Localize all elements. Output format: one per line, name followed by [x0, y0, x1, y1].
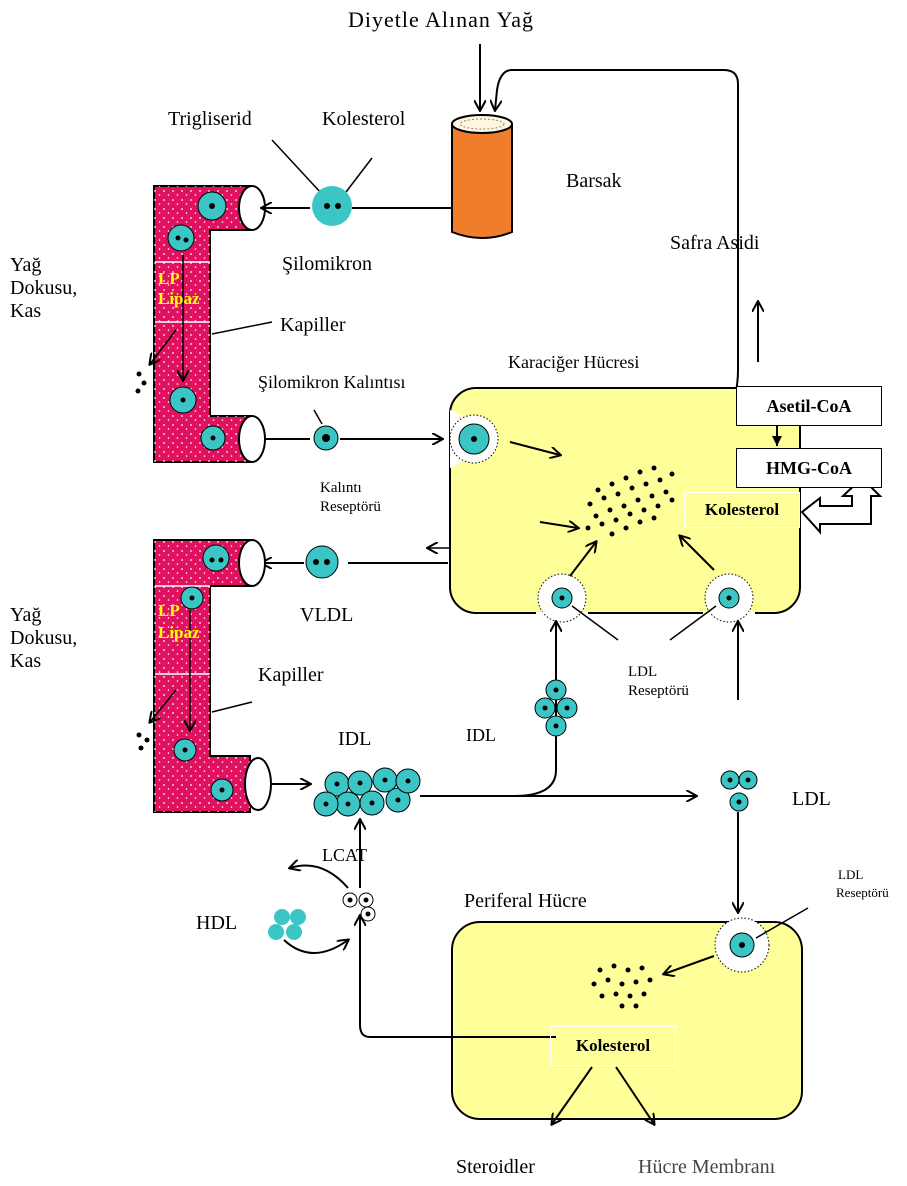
- ldl-label: LDL: [792, 788, 831, 810]
- diagram-title: Diyetle Alınan Yağ: [348, 8, 534, 32]
- vldl-label: VLDL: [300, 604, 353, 626]
- ldl-receptor-liver-label-line2: Reseptörü: [628, 683, 689, 700]
- silomikron-label: Şilomikron: [282, 253, 372, 275]
- kapiller-label-2: Kapiller: [258, 664, 324, 686]
- ldl-particles: [721, 771, 757, 811]
- lp-lipaz-label-1-line2: Lipaz: [158, 290, 200, 308]
- intestine: [452, 115, 512, 238]
- silomikron-kalintisi-label: Şilomikron Kalıntısı: [258, 373, 406, 393]
- yag-dokusu-label-1-line1: Yağ: [10, 254, 41, 276]
- kalinti-receptor-label-line2: Reseptörü: [320, 499, 381, 516]
- idl-label-left: IDL: [338, 728, 371, 750]
- lcat-label: LCAT: [322, 846, 367, 866]
- ldl-receptor-liver-label-line1: LDL: [628, 664, 657, 681]
- idl-cluster: [314, 768, 420, 816]
- periferal-hucre-label: Periferal Hücre: [464, 890, 587, 912]
- kolesterol-top-label: Kolesterol: [322, 108, 405, 130]
- kalinti-receptor-label-line1: Kalıntı: [320, 480, 362, 497]
- safra-asidi-label: Safra Asidi: [670, 232, 759, 254]
- remnant-particle: [314, 426, 338, 450]
- karaciger-hucresi-label: Karaciğer Hücresi: [508, 353, 639, 373]
- yag-dokusu-label-2-line3: Kas: [10, 650, 41, 672]
- top-capillary: [154, 186, 265, 462]
- kapiller-label-1: Kapiller: [280, 314, 346, 336]
- trigliserid-label: Trigliserid: [168, 108, 252, 130]
- ldl-receptor-periph-label-line1: LDL: [838, 868, 863, 882]
- bile-acid-loop: [495, 70, 738, 440]
- peripheral-cell: [452, 918, 802, 1119]
- kolesterol-liver-label: Kolesterol: [684, 492, 800, 528]
- hdl-label: HDL: [196, 912, 237, 934]
- yag-dokusu-label-2-line1: Yağ: [10, 604, 41, 626]
- hmg-coa-box: HMG-CoA: [736, 448, 882, 488]
- hucre-membrani-label: Hücre Membranı: [638, 1156, 775, 1178]
- bottom-capillary: [154, 540, 271, 812]
- lp-lipaz-label-1-line1: LP: [158, 270, 180, 288]
- lp-lipaz-label-2-line1: LP: [158, 602, 180, 620]
- hdl-particles: [268, 909, 306, 940]
- chylomicron-particle: [312, 186, 352, 226]
- vldl-particle: [306, 546, 338, 578]
- yag-dokusu-label-1-line2: Dokusu,: [10, 277, 77, 299]
- steroidler-label: Steroidler: [456, 1156, 535, 1178]
- yag-dokusu-label-1-line3: Kas: [10, 300, 41, 322]
- ldl-receptor-periph-label-line2: Reseptörü: [836, 886, 889, 900]
- yag-dokusu-label-2-line2: Dokusu,: [10, 627, 77, 649]
- barsak-label: Barsak: [566, 170, 622, 192]
- lp-lipaz-label-2-line2: Lipaz: [158, 624, 200, 642]
- idl-label-mid: IDL: [466, 726, 496, 746]
- kolesterol-periph-label: Kolesterol: [550, 1026, 676, 1066]
- asetil-coa-box: Asetil-CoA: [736, 386, 882, 426]
